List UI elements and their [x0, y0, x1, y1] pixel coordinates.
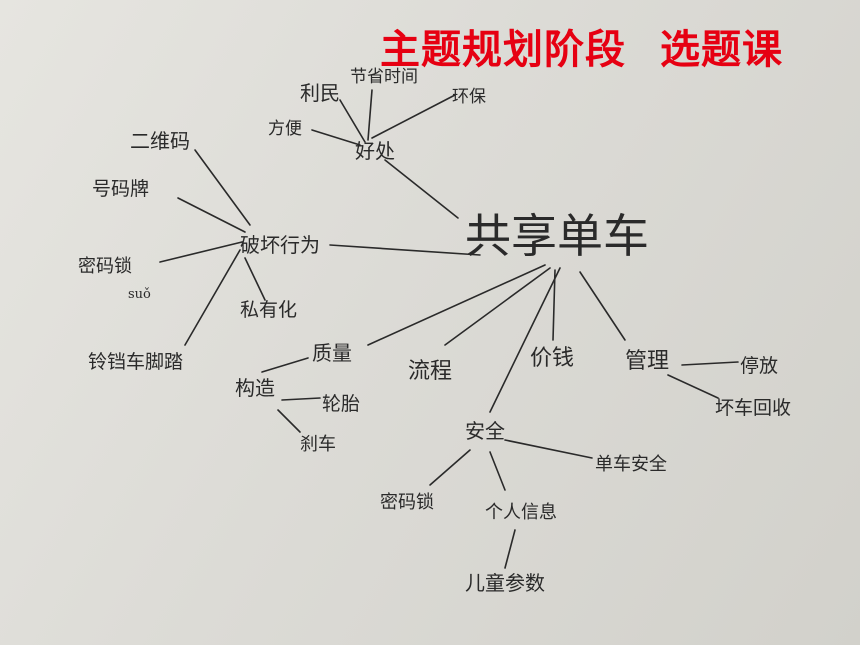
process-node: 流程: [408, 359, 452, 384]
page-title: 主题规划阶段: [380, 27, 626, 73]
safety-node: 安全: [465, 419, 505, 443]
safety-item: 密码锁: [380, 492, 434, 513]
construct-item: 刹车: [300, 434, 336, 455]
management-node: 管理: [625, 349, 669, 374]
vandalism-item: 铃铛车脚踏: [88, 351, 183, 373]
benefit-item: 环保: [452, 87, 486, 107]
safety-item: 单车安全: [595, 454, 667, 475]
safety-item: 儿童参数: [465, 571, 545, 595]
benefit-item: 节省时间: [350, 67, 418, 87]
construct-node: 构造: [235, 376, 275, 400]
vandalism-node: 破坏行为: [240, 233, 320, 257]
price-node: 价钱: [530, 346, 574, 371]
management-item: 停放: [740, 355, 778, 377]
quality-node: 质量: [312, 341, 352, 365]
vandalism-item: 号码牌: [92, 178, 149, 200]
construct-item: 轮胎: [322, 393, 360, 415]
management-item: 坏车回收: [715, 397, 791, 419]
page-subtitle: 选题课: [660, 27, 783, 73]
title-banner: 主题规划阶段 选题课: [380, 16, 840, 76]
vandalism-item: 私有化: [240, 299, 297, 321]
benefit-item: 方便: [268, 119, 302, 139]
mind-map-branches: [159, 89, 739, 569]
benefit-item: 利民: [300, 81, 340, 105]
vandalism-item: 二维码: [130, 129, 190, 153]
safety-item: 个人信息: [485, 502, 557, 523]
center-topic: 共享单车: [465, 209, 649, 263]
vandalism-item: suǒ: [128, 287, 151, 302]
benefits-node: 好处: [355, 139, 395, 163]
vandalism-item: 密码锁: [78, 256, 132, 277]
